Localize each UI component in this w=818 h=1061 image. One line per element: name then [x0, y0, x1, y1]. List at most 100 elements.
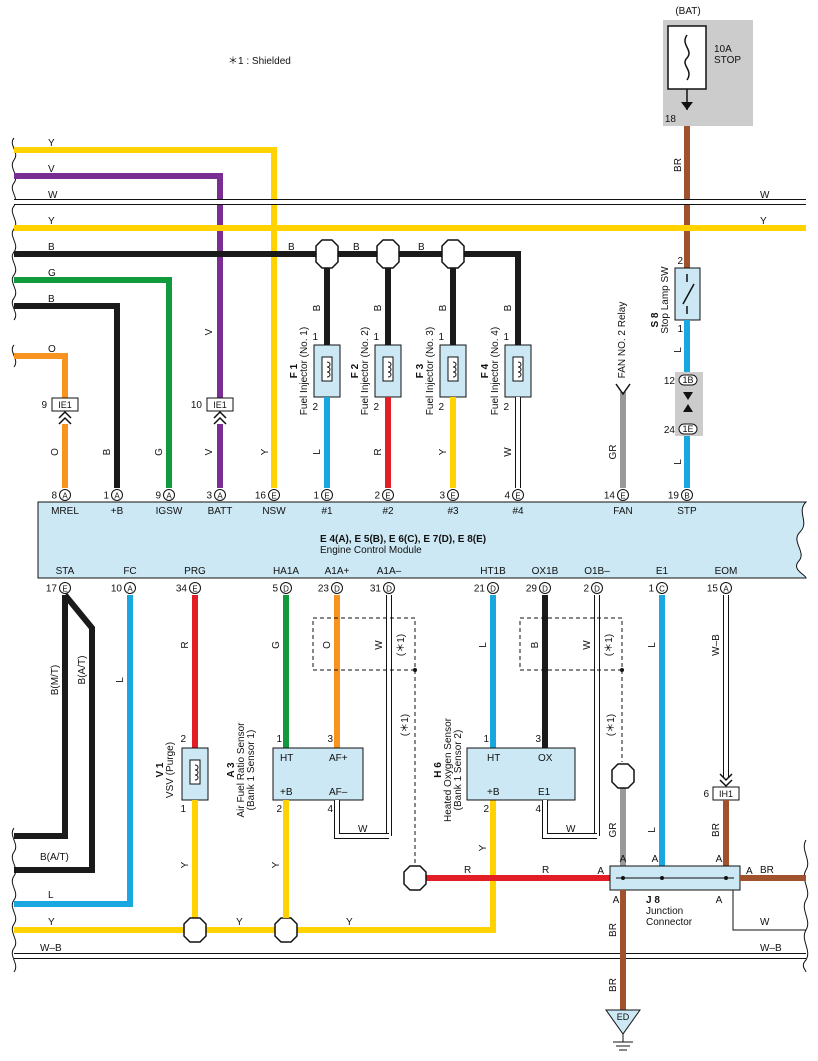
ecm-bottom-pin-label: A1A– [377, 566, 402, 577]
svg-text:Y: Y [438, 448, 449, 455]
svg-text:HT: HT [487, 753, 500, 764]
svg-text:B: B [530, 641, 541, 648]
bat-label: (BAT) [675, 6, 700, 17]
svg-text:B: B [418, 242, 425, 253]
injector-1: B 1 2 L F 1 Fuel Injector (No. 1) [289, 239, 341, 488]
svg-text:L: L [673, 347, 684, 353]
svg-text:A: A [746, 866, 753, 877]
ecm-top-pin [163, 489, 175, 501]
ecm-title: E 4(A), E 5(B), E 6(C), E 7(D), E 8(E) [320, 534, 486, 545]
svg-text:Fuel Injector (No. 4): Fuel Injector (No. 4) [490, 327, 501, 415]
svg-text:V: V [204, 328, 215, 335]
ecm-bottom-pin-label: STA [56, 566, 75, 577]
ecm-top-pin [111, 489, 123, 501]
ecm-bottom-pin-conn: D [542, 585, 548, 594]
ecm-bottom-pin-conn: D [594, 585, 600, 594]
ecm-bottom-pin-conn: D [283, 585, 289, 594]
wire-y-bus [14, 800, 496, 933]
ecm-top-pin [447, 489, 459, 501]
svg-text:Y: Y [271, 861, 282, 868]
svg-text:4: 4 [327, 804, 333, 815]
ecm-bottom-pin-label: HT1B [480, 566, 506, 577]
svg-text:B: B [503, 304, 514, 311]
svg-text:Heated Oxygen Sensor: Heated Oxygen Sensor [443, 717, 454, 822]
svg-text:AF+: AF+ [329, 753, 348, 764]
ecm-bottom-pin-label: HA1A [273, 566, 299, 577]
fuse-rating: 10A [714, 44, 732, 55]
svg-text:L: L [647, 827, 658, 833]
svg-text:W: W [48, 190, 58, 201]
ecm-bottom-pin-label: FC [123, 566, 136, 577]
ecm-bottom-pin-num: 23 [318, 584, 330, 595]
wire-b-plusb [14, 303, 120, 488]
svg-text:6: 6 [703, 789, 709, 800]
svg-text:OX: OX [538, 753, 553, 764]
ecm-top-pin-label: #1 [321, 506, 333, 517]
svg-text:2: 2 [373, 402, 379, 413]
wire-o-mrel [14, 353, 68, 398]
svg-text:B: B [48, 294, 55, 305]
shield-note: ＊1 : Shielded [228, 56, 291, 67]
svg-text:2: 2 [438, 402, 444, 413]
svg-text:A: A [620, 854, 627, 865]
ecm-top-pin-conn: E [515, 492, 520, 501]
ecm-top-pin-num: 19 [668, 491, 680, 502]
svg-text:(Bank 1 Sensor 2): (Bank 1 Sensor 2) [453, 730, 464, 811]
svg-text:W: W [358, 824, 368, 835]
svg-text:F 3: F 3 [415, 363, 426, 378]
svg-text:L: L [312, 449, 323, 455]
ecm-top-pin [382, 489, 394, 501]
svg-text:BR: BR [673, 158, 684, 172]
svg-text:R: R [542, 865, 549, 876]
ecm-bottom-pin-label: O1B– [584, 566, 610, 577]
svg-text:BR: BR [760, 865, 774, 876]
fuse-pin: 18 [665, 114, 677, 125]
ecm-top-pin-conn: A [114, 492, 120, 501]
ecm-top-pin [59, 489, 71, 501]
svg-text:B: B [353, 242, 360, 253]
svg-text:1: 1 [373, 332, 379, 343]
svg-text:9: 9 [41, 400, 47, 411]
ecm-bottom-pin-conn: E [62, 585, 67, 594]
ecm-bottom-pin-num: 10 [111, 584, 123, 595]
ecm-bottom-pin-conn: E [192, 585, 197, 594]
svg-text:Connector: Connector [646, 917, 693, 928]
ecm-top-pin-num: 1 [103, 491, 109, 502]
wire-l-fc [14, 595, 133, 907]
ecm-top-pin-label: #2 [382, 506, 394, 517]
svg-text:1E: 1E [682, 424, 693, 434]
fan-relay-label: FAN NO. 2 Relay [617, 302, 628, 379]
ecm-bottom-pin-conn: D [334, 585, 340, 594]
svg-text:L: L [647, 642, 658, 648]
svg-text:VSV (Purge): VSV (Purge) [165, 742, 176, 798]
ecm-top-pin [617, 489, 629, 501]
svg-text:Y: Y [260, 448, 271, 455]
ecm-bottom-pin [487, 582, 499, 594]
ecm-bottom-pin [331, 582, 343, 594]
svg-text:R: R [180, 641, 191, 648]
ecm-top-pin-num: 9 [155, 491, 161, 502]
svg-text:2: 2 [276, 804, 282, 815]
ecm-bottom-pin [656, 582, 668, 594]
svg-text:(＊1): (＊1) [400, 714, 411, 736]
svg-text:W: W [566, 824, 576, 835]
svg-text:W: W [582, 640, 593, 650]
svg-text:S 8: S 8 [650, 312, 661, 327]
svg-text:L: L [673, 459, 684, 465]
ecm-top-pin-num: 16 [255, 491, 267, 502]
svg-text:Stop Lamp SW: Stop Lamp SW [660, 266, 671, 334]
svg-text:B(M/T): B(M/T) [50, 665, 61, 696]
svg-text:AF–: AF– [329, 787, 348, 798]
ecm-bottom-pin-num: 29 [526, 584, 538, 595]
ecm-top-pin [321, 489, 333, 501]
svg-text:(＊1): (＊1) [396, 634, 407, 656]
svg-text:GR: GR [608, 823, 619, 838]
svg-text:24: 24 [664, 425, 676, 436]
svg-text:B: B [102, 448, 113, 455]
ecm-top-pin-label: #4 [512, 506, 524, 517]
o2-sensor-box [466, 747, 576, 801]
svg-text:B(A/T): B(A/T) [40, 852, 69, 863]
svg-text:1: 1 [276, 734, 282, 745]
ecm-bottom-pin [539, 582, 551, 594]
ecm-top-pin-label: MREL [51, 506, 79, 517]
